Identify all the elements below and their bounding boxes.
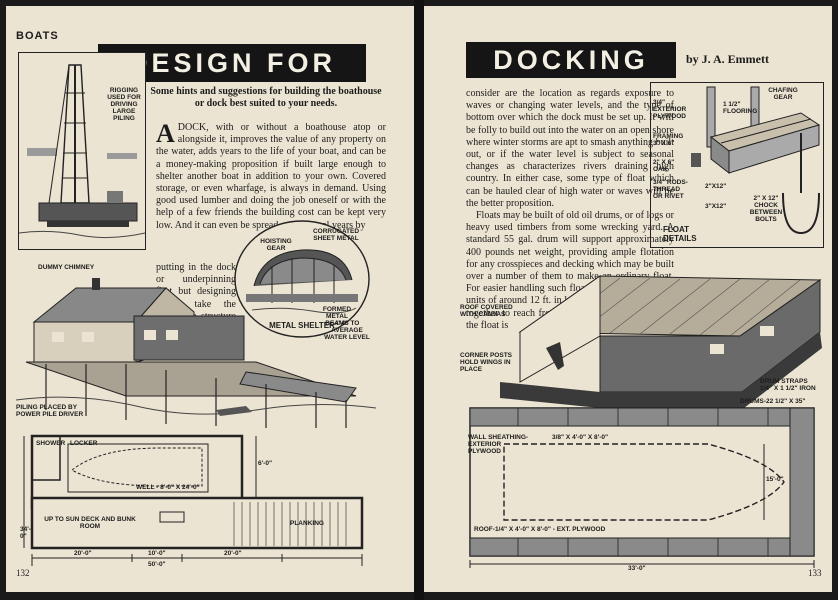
label-corrugated: CORRUGATED SHEET METAL — [312, 228, 360, 242]
right-page: DOCKING by J. A. Emmett consider are the… — [424, 6, 832, 592]
label-water-level: 4'-0" TO AVERAGE WATER LEVEL — [324, 320, 370, 341]
byline: by J. A. Emmett — [686, 52, 769, 66]
label-3x12: 3"X12" — [705, 203, 727, 210]
book-spine — [414, 0, 424, 600]
left-page: BOATS DESIGN FOR Some hints and suggesti… — [6, 6, 414, 592]
label-float-details: FLOAT DETAILS — [663, 225, 697, 243]
label-chafing-gear: CHAFING GEAR — [768, 87, 798, 101]
label-exterior-plywood: 3/4" EXTERIOR PLYWOOD — [653, 99, 687, 120]
dock-floor-plan: SHOWER LOCKER WELL - 8'-0" X 24'-0" UP T… — [20, 430, 370, 570]
float-details-illustration: 3/4" EXTERIOR PLYWOOD CHAFING GEAR 1 1/2… — [650, 82, 824, 248]
label-corner-posts: CORNER POSTS HOLD WINGS IN PLACE — [460, 352, 513, 373]
label-well: WELL - 8'-0" X 24'-0" — [136, 484, 200, 491]
label-dummy-chimney: DUMMY CHIMNEY — [38, 264, 95, 271]
page-number-right: 133 — [808, 568, 822, 578]
dim-20-a: 20'-0" — [74, 550, 92, 557]
body-text-left-content: DOCK, with or without a boathouse atop o… — [156, 122, 386, 231]
dim-15: 15'-0" — [766, 476, 784, 483]
dim-50: 50'-0" — [148, 561, 166, 568]
label-hoisting-gear: HOISTING GEAR — [260, 238, 292, 252]
body-text-right-para1: consider are the location as regards exp… — [466, 88, 674, 209]
section-label: BOATS — [16, 30, 59, 42]
float-floor-plan: WALL SHEATHING- EXTERIOR PLYWOOD 3/8" X … — [468, 404, 824, 572]
title-part-two: DOCKING — [466, 42, 676, 78]
label-chock: 2" X 12" CHOCK BETWEEN BOLTS — [749, 195, 783, 223]
dim-20-b: 20'-0" — [224, 550, 242, 557]
label-roof-canvas: ROOF COVERED WITH CANVAS — [460, 304, 513, 318]
dim-34: 34'-0" — [20, 526, 31, 540]
label-drum-straps: DRUM STRAPS 1/4" X 1 1/2" IRON — [760, 378, 816, 392]
label-sun-deck: UP TO SUN DECK AND BUNK ROOM — [44, 516, 136, 530]
dim-33: 33'-0" — [628, 565, 646, 572]
label-sheathing-size: 3/8" X 4'-0" X 8'-0" — [552, 434, 609, 441]
label-oak: 2" X 6" OAK — [653, 159, 675, 173]
label-locker: LOCKER — [70, 440, 98, 447]
label-metal-shelter: METAL SHELTER — [269, 321, 335, 330]
label-drums: DRUMS-22 1/2" X 35" — [740, 398, 806, 405]
dim-10: 10'-0" — [148, 550, 166, 557]
label-wall-sheathing: WALL SHEATHING- EXTERIOR PLYWOOD — [468, 434, 529, 455]
dim-6: 6'-0" — [258, 460, 273, 467]
label-rigging: RIGGING USED FOR DRIVING LARGE PILING — [107, 87, 141, 122]
deck-text: Some hints and suggestions for building … — [150, 86, 382, 109]
drop-cap: A — [156, 119, 175, 148]
label-shower: SHOWER — [36, 440, 66, 447]
label-roof-size: ROOF-1/4" X 4'-0" X 8'-0" - EXT. PLYWOOD — [474, 526, 606, 533]
metal-shelter-illustration: HOISTING GEAR CORRUGATED SHEET METAL FOR… — [232, 218, 372, 340]
label-piling: PILING PLACED BY POWER PILE DRIVER — [16, 404, 84, 418]
label-formed-beams: FORMED METAL BEAMS — [322, 306, 352, 327]
floating-boathouse-illustration: ROOF COVERED WITH CANVAS CORNER POSTS HO… — [460, 252, 822, 420]
label-planking: PLANKING — [290, 520, 324, 527]
label-flooring: 1 1/2" FLOORING — [723, 101, 758, 115]
boathouse-dock-illustration: DUMMY CHIMNEY 4'-0" TO AVERAGE WATER LEV… — [15, 260, 377, 430]
pile-driver-illustration: RIGGING USED FOR DRIVING LARGE PILING — [18, 52, 146, 250]
page-number-left: 132 — [16, 568, 30, 578]
label-rods: 3/4" RODS- THREAD OR RIVET — [653, 179, 688, 200]
label-framing: FRAMING 3" X 6" — [653, 133, 684, 147]
label-2x12: 2"X12" — [705, 183, 727, 190]
